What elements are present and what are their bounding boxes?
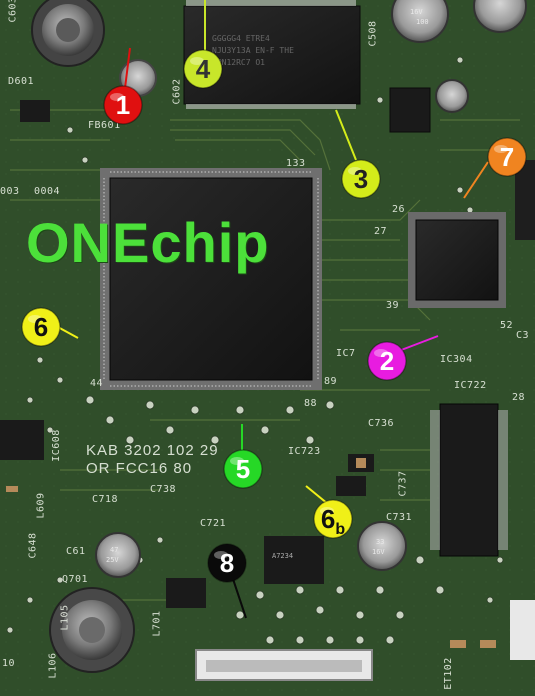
marker-number: 6b: [320, 504, 346, 538]
marker-bubble: [487, 137, 527, 177]
cap-value-left: 47: [110, 546, 119, 554]
silk-l609: L609: [35, 492, 47, 519]
silk-ic608: IC608: [50, 429, 62, 462]
silk-c721: C721: [200, 518, 227, 529]
marker-bubble: [207, 543, 247, 583]
marker-number: 3: [353, 164, 369, 194]
silk-c648: C648: [27, 532, 39, 559]
small-ic-mark: A7234: [272, 552, 294, 560]
silk-or-fcc: OR FCC16 80: [86, 460, 193, 477]
marker-bubble: [223, 449, 263, 489]
marker-1: 1: [102, 84, 144, 126]
silk-pin28: 28: [512, 392, 526, 403]
silk-pin26: 26: [392, 204, 406, 215]
silk-q701: Q701: [62, 574, 89, 585]
chip-mark-line2: NJU3Y13A EN-F THE: [212, 46, 294, 55]
silk-c718: C718: [92, 494, 119, 505]
silk-l701: L701: [151, 610, 163, 637]
silk-d601: D601: [8, 76, 35, 87]
silk-ic723: IC723: [288, 446, 321, 457]
marker-number: 6: [33, 312, 49, 342]
silk-d004: 0004: [34, 186, 61, 197]
marker-3: 3: [340, 158, 382, 200]
marker-number: 7: [499, 142, 515, 172]
marker-6b: 6b: [312, 498, 354, 540]
cap-voltage-bottom: 16V: [372, 548, 385, 556]
silk-pin39: 39: [386, 300, 400, 311]
silk-c508: C508: [367, 20, 379, 47]
silk-c61: C61: [66, 546, 86, 557]
marker-bubble: [103, 85, 143, 125]
marker-5: 5: [222, 448, 264, 490]
silk-d003: 003: [0, 186, 20, 197]
silk-c736: C736: [368, 418, 395, 429]
onechip-label: ONEchip: [26, 211, 270, 274]
silk-et102: ET102: [442, 657, 454, 690]
marker-number: 5: [235, 454, 251, 484]
silk-l106: L106: [47, 652, 59, 679]
marker-bubble: [21, 307, 61, 347]
cap-value-bottom: 33: [376, 538, 385, 546]
marker-bubble: [341, 159, 381, 199]
silk-pin44: 44: [90, 378, 104, 389]
silk-ic304: IC304: [440, 354, 473, 365]
marker-bubble: [313, 499, 353, 539]
cap-voltage-right: 16V: [410, 8, 423, 16]
marker-4: 4: [182, 48, 224, 90]
marker-2: 2: [366, 340, 408, 382]
silk-l105: L105: [59, 604, 71, 631]
silk-c731: C731: [386, 512, 413, 523]
marker-7: 7: [486, 136, 528, 178]
silk-kab: KAB 3202 102 29: [86, 442, 219, 459]
marker-number: 4: [195, 54, 211, 84]
silk-c602: C602: [171, 78, 183, 105]
marker-bubble: [183, 49, 223, 89]
silk-c3: C3: [516, 330, 530, 341]
cap-value-right: 100: [416, 18, 429, 26]
silk-c738: C738: [150, 484, 177, 495]
silk-n10: 10: [2, 658, 16, 669]
silk-pin133: 133: [286, 158, 306, 169]
marker-bubble: [367, 341, 407, 381]
silk-c603: C603: [7, 0, 19, 23]
marker-number: 8: [219, 548, 235, 578]
marker-number: 1: [115, 90, 131, 120]
silk-pin89: 89: [324, 376, 338, 387]
marker-number: 2: [379, 346, 395, 376]
silk-ic7: IC7: [336, 348, 356, 359]
silk-pin52: 52: [500, 320, 514, 331]
silk-c737: C737: [397, 470, 409, 497]
marker-6: 6: [20, 306, 62, 348]
marker-8: 8: [206, 542, 248, 584]
chip-mark-line1: GGGGG4 ETRE4: [212, 34, 270, 43]
cap-voltage-left: 25V: [106, 556, 119, 564]
silk-pin27: 27: [374, 226, 388, 237]
marker-subscript: b: [335, 521, 346, 538]
silk-ic722: IC722: [454, 380, 487, 391]
silk-fb601: FB601: [88, 120, 121, 131]
silk-pin88: 88: [304, 398, 318, 409]
chip-mark-line3: JPN12RC7 O1: [212, 58, 265, 67]
